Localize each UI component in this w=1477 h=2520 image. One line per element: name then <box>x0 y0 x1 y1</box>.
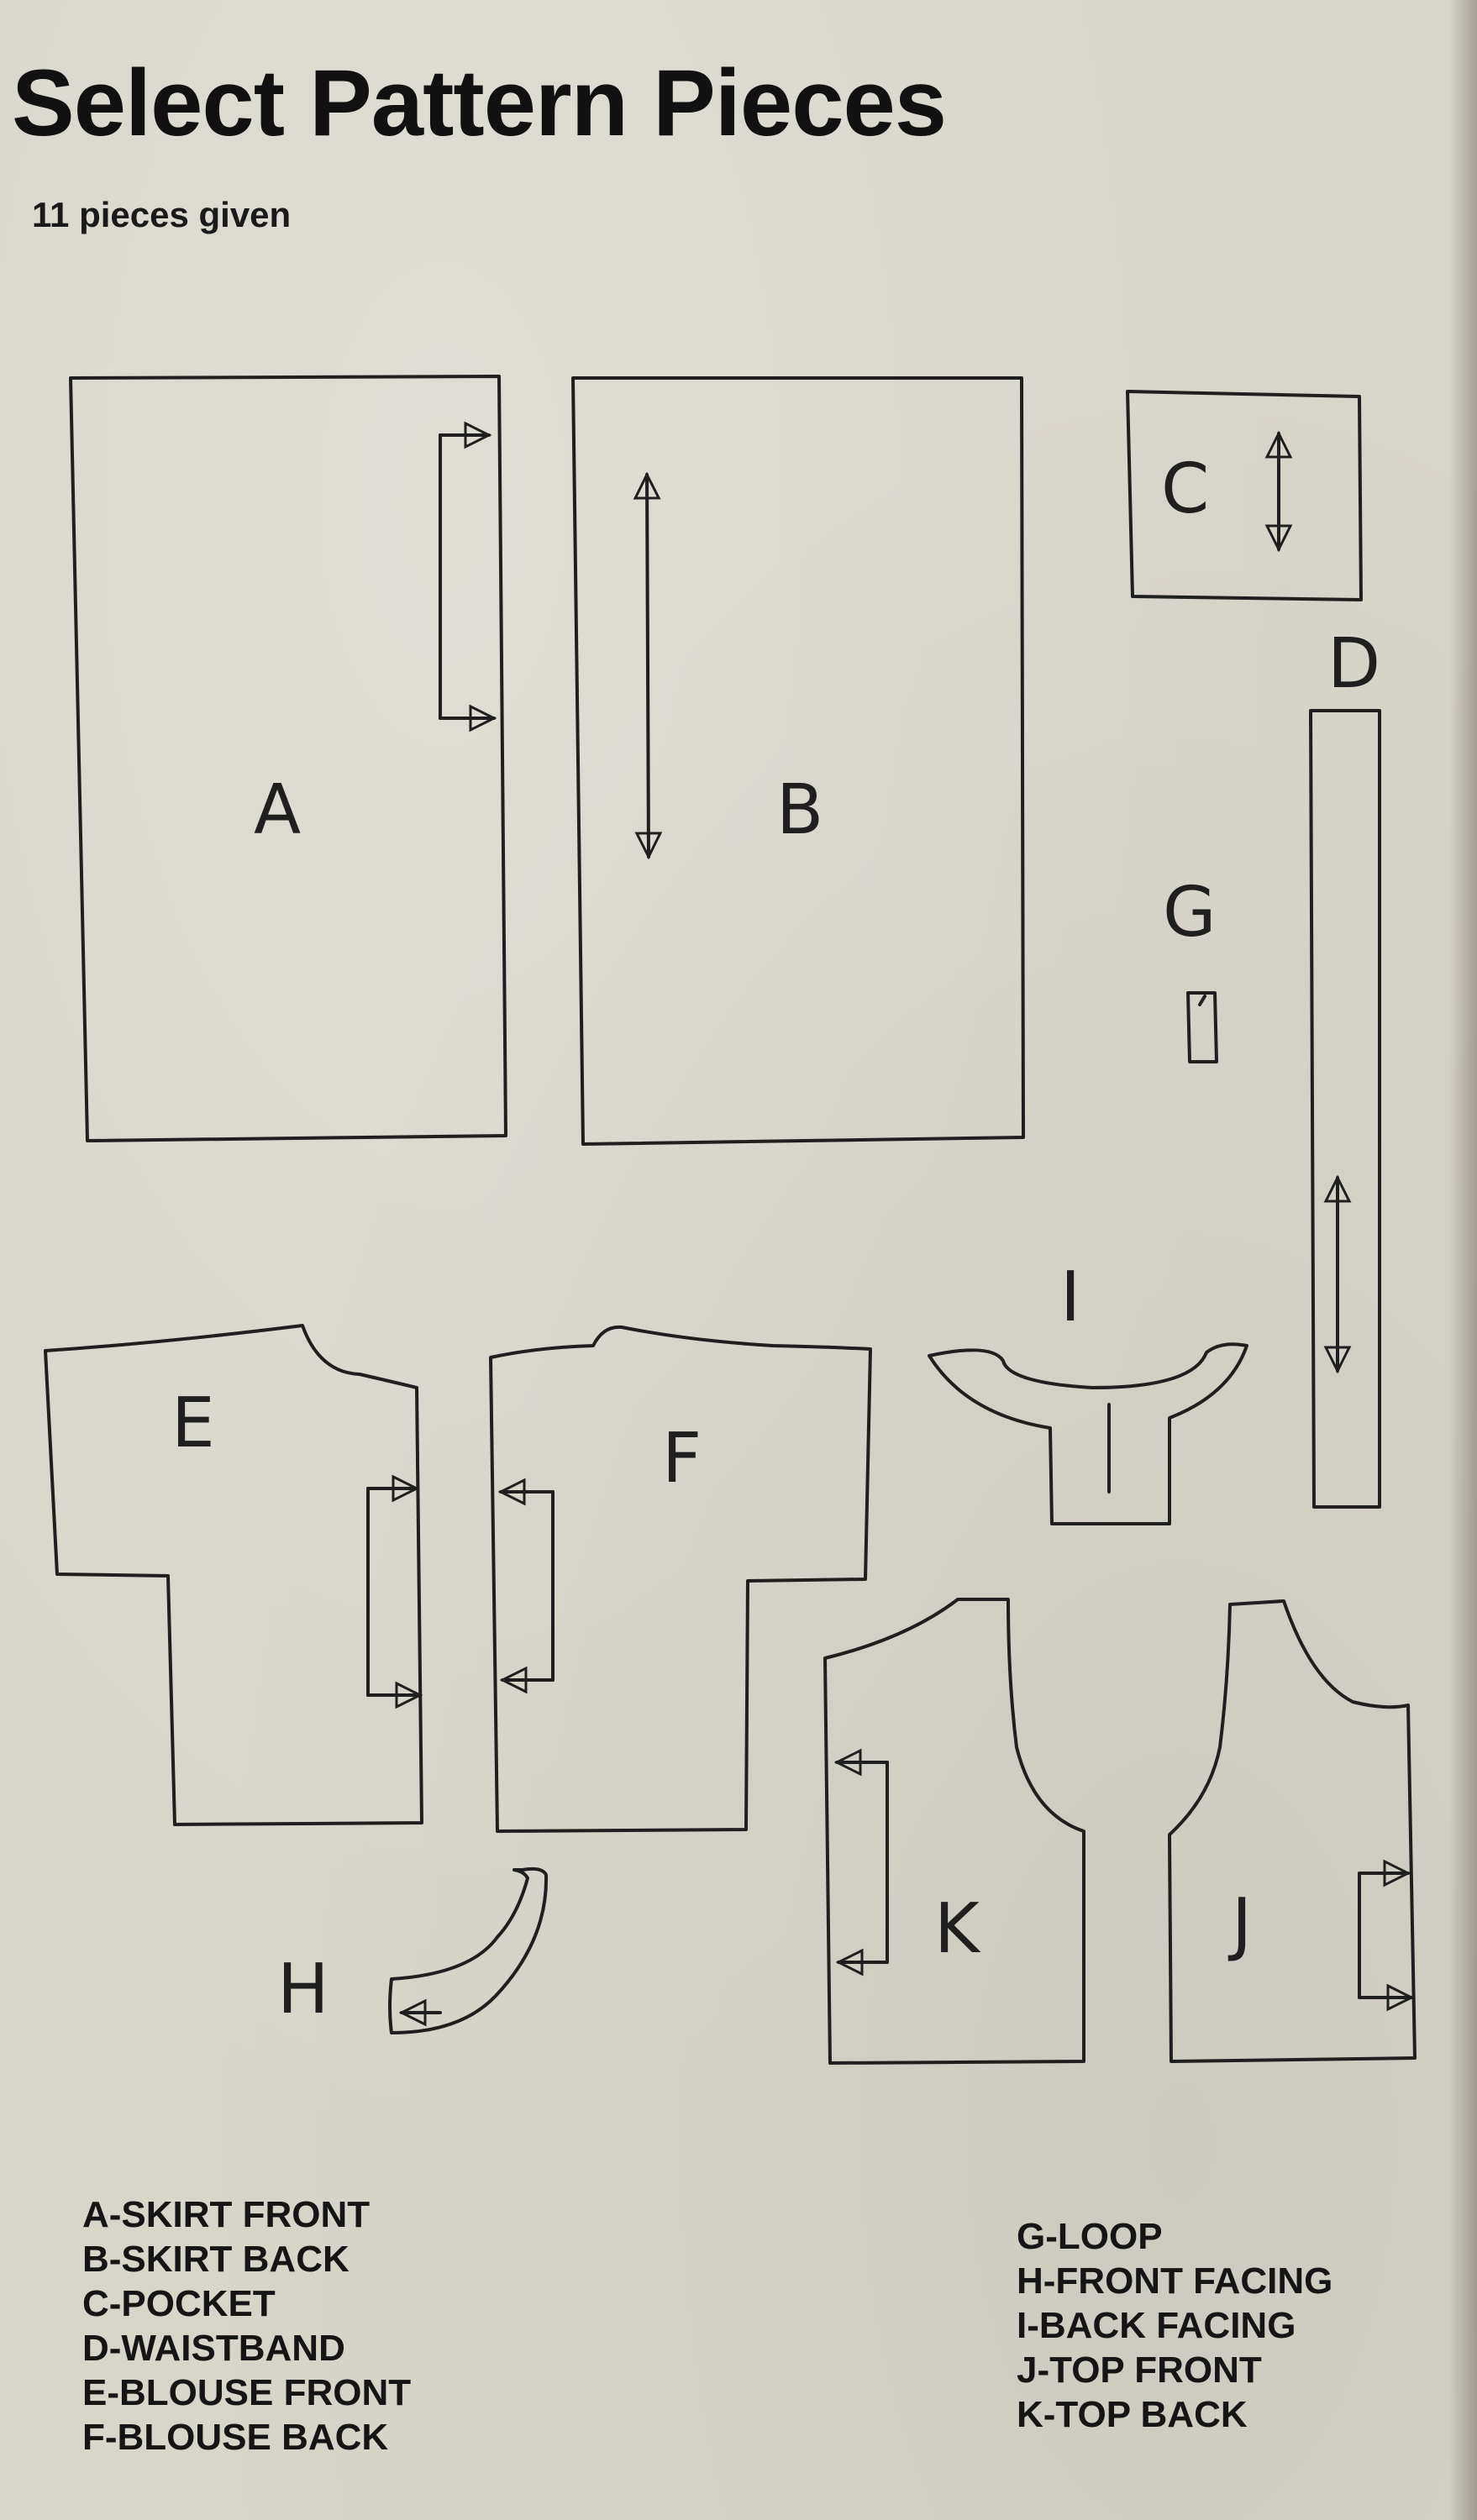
piece-j <box>1168 1599 1417 2063</box>
legend-item-j: J-TOP FRONT <box>1017 2349 1262 2391</box>
page-title: Select Pattern Pieces <box>12 50 947 155</box>
piece-label-e: E <box>171 1383 215 1463</box>
piece-label-k: K <box>934 1889 981 1969</box>
piece-e <box>44 1324 423 1826</box>
legend-left: A-SKIRT FRONT B-SKIRT BACK C-POCKET D-WA… <box>82 2192 411 2460</box>
pattern-pieces-diagram: A B C D G I E F K J H <box>44 375 1417 2065</box>
legend-item-c: C-POCKET <box>82 2283 276 2324</box>
piece-h <box>388 1866 549 2034</box>
page-edge-shadow <box>1448 0 1477 2520</box>
legend-item-i: I-BACK FACING <box>1017 2305 1296 2346</box>
piece-b <box>571 376 1025 1146</box>
piece-count: 11 pieces given <box>32 195 292 234</box>
piece-g <box>1186 991 1218 1063</box>
piece-label-c: C <box>1161 449 1209 529</box>
piece-f <box>489 1325 872 1833</box>
legend-item-e: E-BLOUSE FRONT <box>82 2372 412 2413</box>
legend-item-d: D-WAISTBAND <box>82 2328 345 2369</box>
piece-i <box>928 1342 1248 1525</box>
piece-label-j: J <box>1227 1884 1252 1964</box>
legend-item-a: A-SKIRT FRONT <box>82 2194 371 2235</box>
piece-label-h: H <box>277 1950 329 2029</box>
legend-right: G-LOOP H-FRONT FACING I-BACK FACING J-TO… <box>1017 2214 1332 2437</box>
legend-item-g: G-LOOP <box>1017 2216 1163 2257</box>
piece-a <box>69 375 507 1142</box>
piece-label-b: B <box>776 770 823 850</box>
legend-item-f: F-BLOUSE BACK <box>82 2417 389 2458</box>
piece-label-d: D <box>1327 624 1380 704</box>
legend-item-b: B-SKIRT BACK <box>82 2239 350 2280</box>
piece-label-f: F <box>662 1419 702 1499</box>
piece-label-i: I <box>1060 1257 1080 1337</box>
legend-item-h: H-FRONT FACING <box>1017 2260 1333 2302</box>
piece-k <box>823 1598 1085 2065</box>
legend-item-k: K-TOP BACK <box>1017 2394 1248 2435</box>
piece-label-g: G <box>1163 873 1217 953</box>
piece-label-a: A <box>254 770 301 850</box>
piece-c <box>1126 390 1363 601</box>
piece-d <box>1309 709 1381 1509</box>
